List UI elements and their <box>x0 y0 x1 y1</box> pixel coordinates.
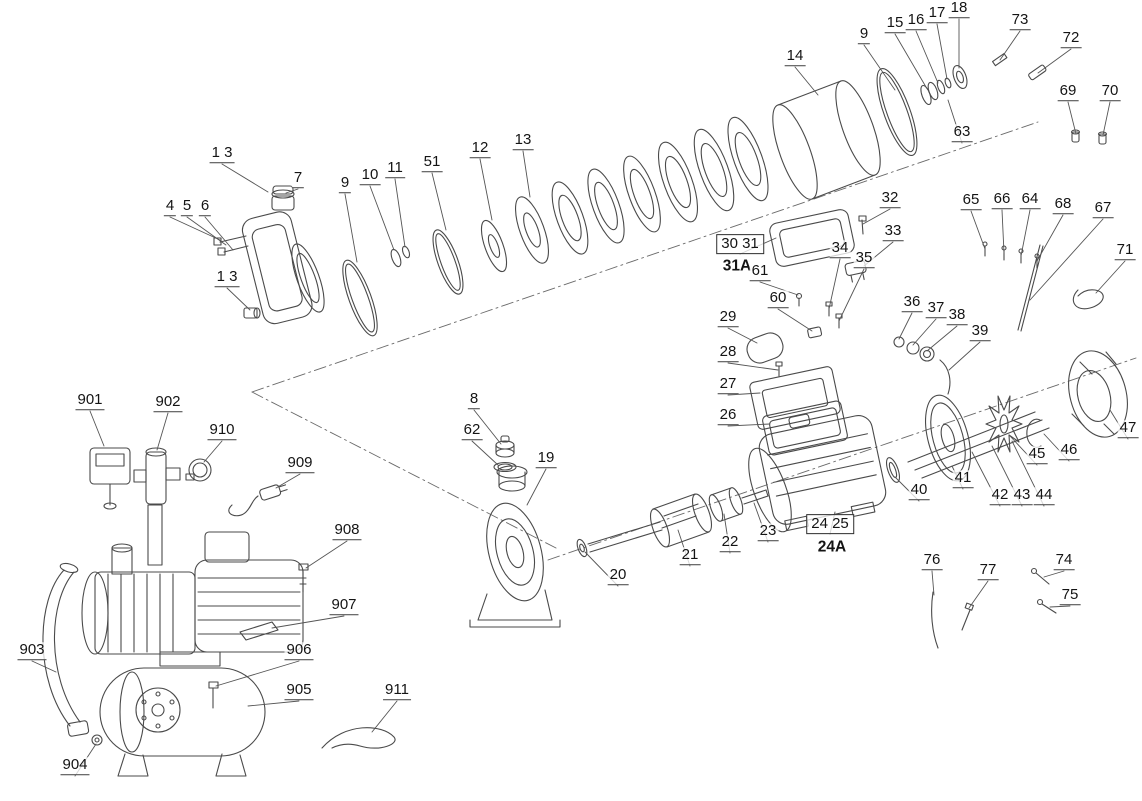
part-label-68: 68 <box>1052 195 1074 214</box>
part-label-909: 909 <box>285 454 315 473</box>
part-label-7: 7 <box>291 169 305 188</box>
part-label-27: 27 <box>717 375 739 394</box>
bottom-right-fasteners-group <box>931 567 1057 649</box>
terminal-box-group <box>746 209 867 456</box>
part-label-64: 64 <box>1019 190 1041 209</box>
part-label-20: 20 <box>607 566 629 585</box>
part-label-47: 47 <box>1117 419 1139 438</box>
part-label-907: 907 <box>329 596 359 615</box>
part-label-15: 15 <box>884 14 906 33</box>
part-label-37: 37 <box>925 299 947 318</box>
part-label-22: 22 <box>719 533 741 552</box>
part-label-61: 61 <box>749 262 771 281</box>
part-label-26: 26 <box>717 406 739 425</box>
part-label-903: 903 <box>17 641 47 660</box>
part-label-73: 73 <box>1009 11 1031 30</box>
pressure-switch-group <box>89 447 131 510</box>
part-label-65: 65 <box>960 191 982 210</box>
right-fasteners-group <box>982 241 1104 332</box>
part-label-901: 901 <box>75 391 105 410</box>
part-label-908: 908 <box>332 521 362 540</box>
part-label-38: 38 <box>946 306 968 325</box>
part-label-67: 67 <box>1092 199 1114 218</box>
part-label-63: 63 <box>951 123 973 142</box>
part-label-16: 16 <box>905 11 927 30</box>
part-label-62: 62 <box>461 421 483 440</box>
part-label-904: 904 <box>60 756 90 775</box>
part-label-6: 6 <box>198 197 212 216</box>
part-label-72: 72 <box>1060 29 1082 48</box>
part-label-43: 43 <box>1011 486 1033 505</box>
part-label-11: 11 <box>385 159 405 178</box>
part-label-17: 17 <box>926 4 948 23</box>
tank-group <box>99 667 266 777</box>
part-label-51: 51 <box>421 153 443 172</box>
part-label-8: 8 <box>467 390 481 409</box>
part-label-44: 44 <box>1033 486 1055 505</box>
part-label-71: 71 <box>1114 241 1136 260</box>
part-label-70: 70 <box>1099 82 1121 101</box>
part-label-12: 12 <box>469 139 491 158</box>
end-cover-group <box>1068 350 1128 438</box>
part-label-30-31: 30 31 <box>716 234 764 254</box>
part-label-76: 76 <box>921 551 943 570</box>
power-cable-group <box>228 484 288 517</box>
part-label-19: 19 <box>535 449 557 468</box>
part-label-4: 4 <box>163 197 177 216</box>
hose-group <box>42 562 90 737</box>
part-label-40: 40 <box>908 481 930 500</box>
part-label-14: 14 <box>784 47 806 66</box>
rotor-shaft-group <box>576 487 769 558</box>
bearing-group <box>893 336 951 395</box>
pump-head-group <box>213 185 325 325</box>
assembled-pump-group <box>81 504 304 667</box>
part-label-24A: 24A <box>817 538 847 556</box>
part-label-45: 45 <box>1026 445 1048 464</box>
part-label-74: 74 <box>1053 551 1075 570</box>
part-label-39: 39 <box>969 322 991 341</box>
part-label-13: 13 <box>512 131 534 150</box>
part-label-21: 21 <box>679 546 701 565</box>
part-label-31A: 31A <box>722 257 752 275</box>
part-label-24-25: 24 25 <box>806 514 854 534</box>
part-label-46: 46 <box>1058 441 1080 460</box>
part-label-60: 60 <box>767 289 789 308</box>
stage-stack-group <box>342 116 769 337</box>
part-label-66: 66 <box>991 190 1013 209</box>
part-label-1-3: 1 3 <box>209 144 235 163</box>
part-label-69: 69 <box>1057 82 1079 101</box>
part-label-1-3: 1 3 <box>214 268 240 287</box>
part-label-33: 33 <box>882 222 904 241</box>
part-label-9: 9 <box>338 174 352 193</box>
part-label-32: 32 <box>879 189 901 208</box>
part-label-911: 911 <box>383 681 411 700</box>
part-label-905: 905 <box>284 681 314 700</box>
part-label-77: 77 <box>977 561 999 580</box>
part-label-36: 36 <box>901 293 923 312</box>
pump-casing-group <box>469 435 561 628</box>
part-label-902: 902 <box>153 393 183 412</box>
part-label-5: 5 <box>180 197 194 216</box>
part-label-18: 18 <box>948 0 970 18</box>
five-way-fitting-group <box>133 447 181 505</box>
hardware-group <box>91 563 396 749</box>
top-right-fasteners-group <box>991 52 1108 145</box>
part-label-23: 23 <box>757 522 779 541</box>
part-label-41: 41 <box>952 469 974 488</box>
part-label-42: 42 <box>989 486 1011 505</box>
part-label-28: 28 <box>717 343 739 362</box>
part-label-10: 10 <box>359 166 381 185</box>
pressure-gauge-group <box>185 458 212 482</box>
outer-sleeve-group <box>772 64 968 200</box>
part-label-910: 910 <box>207 421 237 440</box>
part-label-75: 75 <box>1059 586 1081 605</box>
part-label-906: 906 <box>284 641 314 660</box>
part-label-29: 29 <box>717 308 739 327</box>
part-label-34: 34 <box>829 239 851 258</box>
part-label-9: 9 <box>857 25 871 44</box>
part-label-35: 35 <box>853 249 875 268</box>
